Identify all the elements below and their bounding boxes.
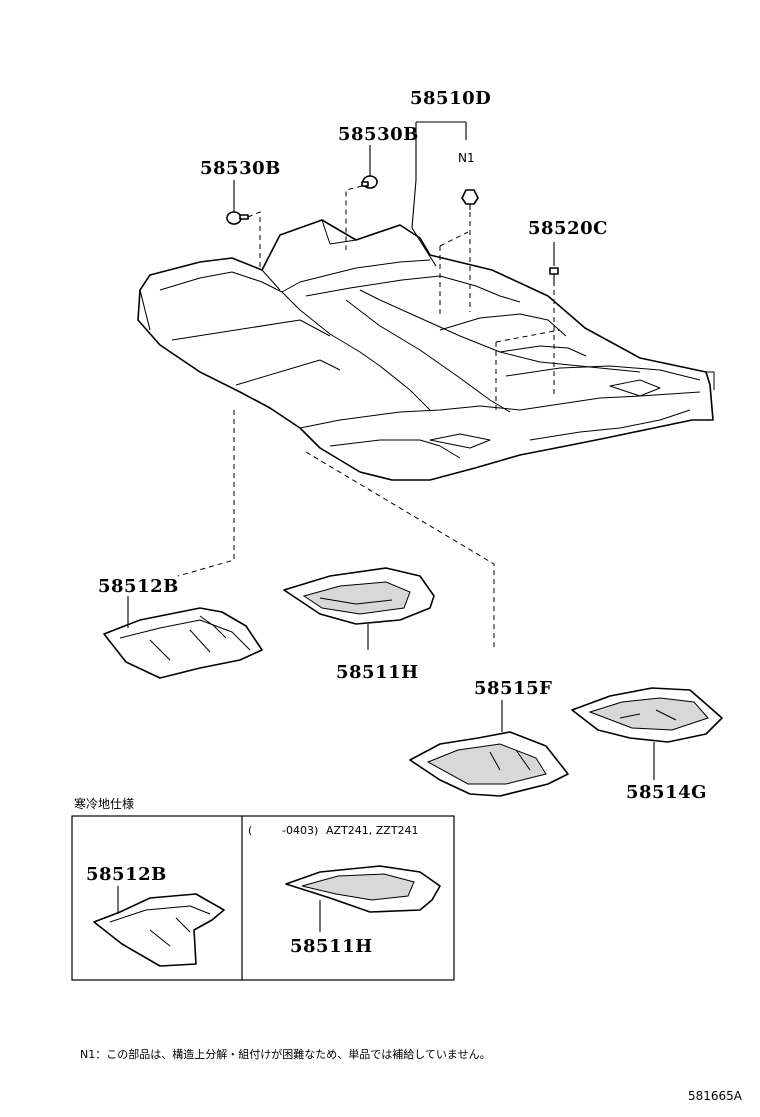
label-58511h: 58511H xyxy=(336,662,419,683)
label-n1: N1 xyxy=(458,151,475,165)
screw-58520c xyxy=(549,267,559,286)
clip-58530b-upper xyxy=(361,175,378,189)
inset-cold-spec-caption: 寒冷地仕様 xyxy=(74,796,134,811)
clip-n1 xyxy=(461,189,479,210)
inset-condition-models: AZT241, ZZT241 xyxy=(326,824,419,837)
diagram-id: 581665A xyxy=(688,1089,743,1103)
label-58530b-upper: 58530B xyxy=(338,124,419,145)
leader-58510d xyxy=(411,121,467,229)
assembly-line-58515f xyxy=(305,451,495,650)
label-58514g: 58514G xyxy=(626,782,707,803)
assembly-line-58530b-left xyxy=(247,211,261,268)
footnote: N1：この部品は、構造上分解・組付けが困難なため、単品では補給していません。 xyxy=(80,1047,491,1061)
assembly-line-58512b xyxy=(177,410,235,577)
leader-58510d-tail xyxy=(411,227,437,267)
mat-58514g xyxy=(571,687,723,743)
inset-condition-date: -0403) xyxy=(282,824,318,837)
mat-58512b xyxy=(103,607,263,679)
assembly-line-58530b-upper xyxy=(345,185,363,250)
inset-box xyxy=(71,815,455,981)
label-58511h-cold: 58511H xyxy=(290,936,373,957)
label-58510d: 58510D xyxy=(410,88,491,109)
mat-58511h xyxy=(283,567,435,625)
label-58512b-cold: 58512B xyxy=(86,864,167,885)
inset-condition-paren: ( xyxy=(248,824,252,837)
label-58515f: 58515F xyxy=(474,678,552,699)
mat-58511h-cold xyxy=(285,865,441,913)
label-58512b: 58512B xyxy=(98,576,179,597)
floor-carpet-main xyxy=(137,219,715,481)
clip-58530b-left xyxy=(226,211,249,225)
mat-58515f xyxy=(409,731,569,797)
assembly-line-center xyxy=(495,329,561,412)
assembly-line-box xyxy=(439,231,469,318)
label-58530b-left: 58530B xyxy=(200,158,281,179)
mat-58512b-cold xyxy=(93,893,225,967)
label-58520c: 58520C xyxy=(528,218,608,239)
